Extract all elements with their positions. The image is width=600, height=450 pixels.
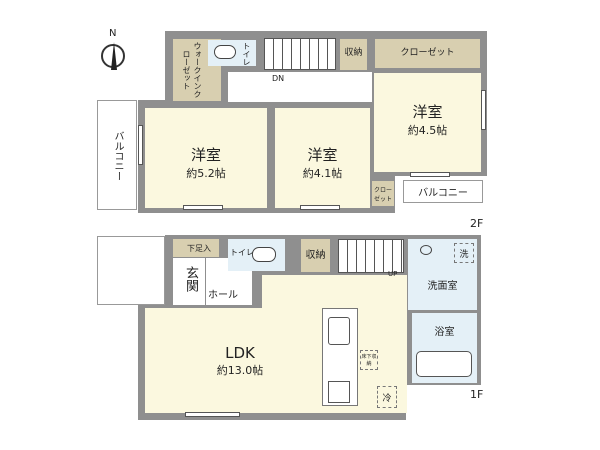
entrance: 玄関 (173, 258, 205, 305)
room-4-1: 洋室約4.1帖 (275, 108, 370, 208)
washroom: 洗 洗面室 (408, 239, 477, 310)
compass: N (98, 28, 128, 76)
fridge-space: 冷 (377, 386, 397, 408)
room-5-2: 洋室約5.2帖 (145, 108, 267, 208)
washer-space: 洗 (454, 243, 474, 263)
room-4-5: 洋室約4.5帖 (374, 73, 481, 172)
small-closet: クローゼット (372, 181, 394, 206)
toilet-icon (252, 247, 276, 262)
storage-1f: 収納 (301, 239, 330, 272)
closet-2f: クローゼット (375, 39, 480, 68)
stove-icon (328, 381, 350, 403)
balcony-right: バルコニー (403, 180, 483, 203)
stairs-up-label: UP (388, 270, 398, 278)
north-label: N (109, 28, 117, 39)
sink-icon (328, 317, 350, 345)
hall-2f: DN (228, 72, 372, 102)
stairs-1f (338, 239, 404, 273)
storage-2f: 収納 (340, 39, 367, 70)
underfloor-storage: 床下収納 (360, 350, 378, 370)
basin-icon (420, 245, 432, 255)
floor2-label: 2F (470, 217, 484, 230)
toilet-1f: トイレ (228, 239, 285, 271)
kitchen-counter (322, 308, 358, 406)
bathtub-icon (416, 351, 472, 377)
bathroom: 浴室 (412, 313, 477, 383)
toilet-icon (214, 45, 236, 59)
balcony-left: バルコニー (97, 100, 137, 210)
floor1-label: 1F (470, 388, 484, 401)
shoe-storage: 下足入 (173, 239, 219, 257)
porch (97, 236, 165, 305)
stairs-2f (264, 38, 336, 70)
toilet-2f: トイレ (208, 40, 256, 66)
